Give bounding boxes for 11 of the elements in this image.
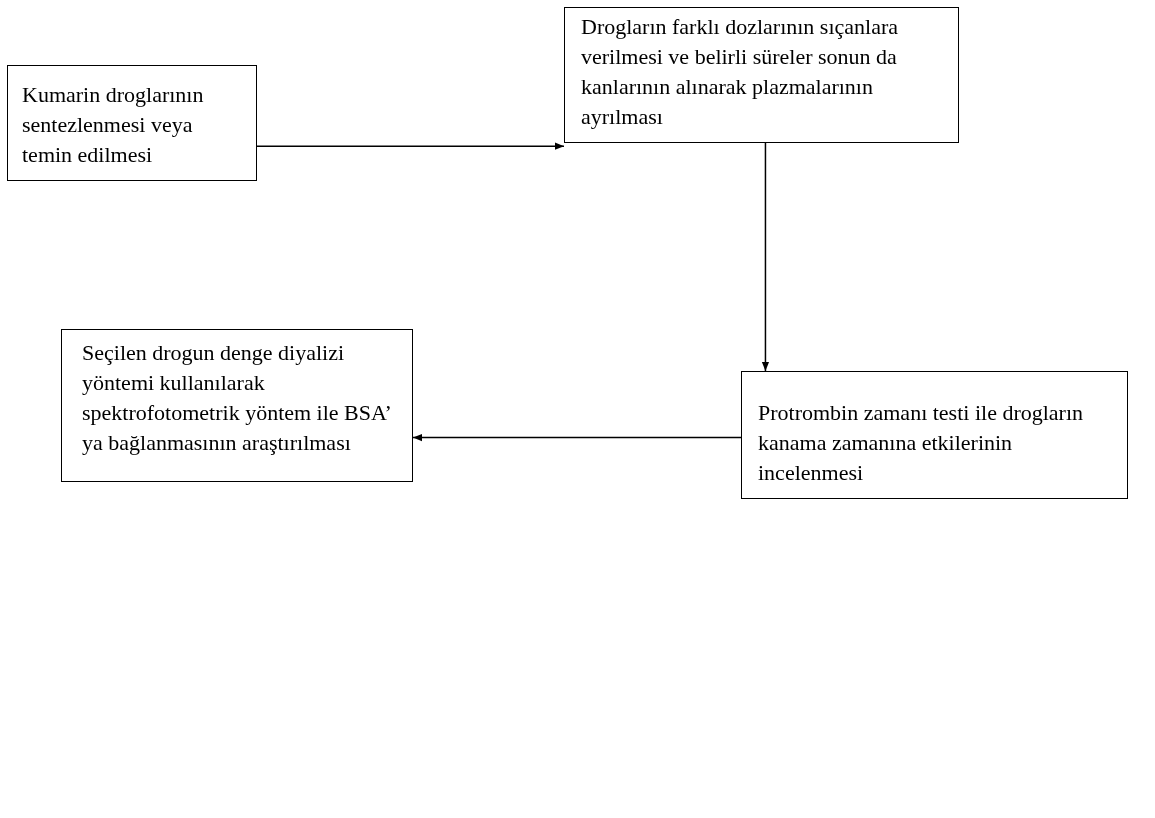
- arrow: [761, 142, 770, 372]
- process-text: Protrombin zamanı testi ile drogların kanama zamanına etkilerinin incelenmesi: [758, 399, 1085, 487]
- arrow: [412, 433, 742, 442]
- process-box: [7, 65, 257, 181]
- arrow: [256, 142, 565, 150]
- process-box: [61, 329, 413, 482]
- process-box: [741, 371, 1128, 499]
- process-text: Kumarin droglarının sentezlenmesi veya temin edilmesi: [22, 81, 205, 169]
- process-text: Drogların farklı dozlarının sıçanlara verilmesi ve belirli süreler sonun da kanlarının alınarak plazmalarının ayrılması: [581, 13, 900, 131]
- process-text: Seçilen drogun denge diyalizi yöntemi kullanılarak spektrofotometrik yöntem ile BSA’ ya bağlanmasının araştırılması: [82, 339, 392, 457]
- process-box: [564, 7, 959, 143]
